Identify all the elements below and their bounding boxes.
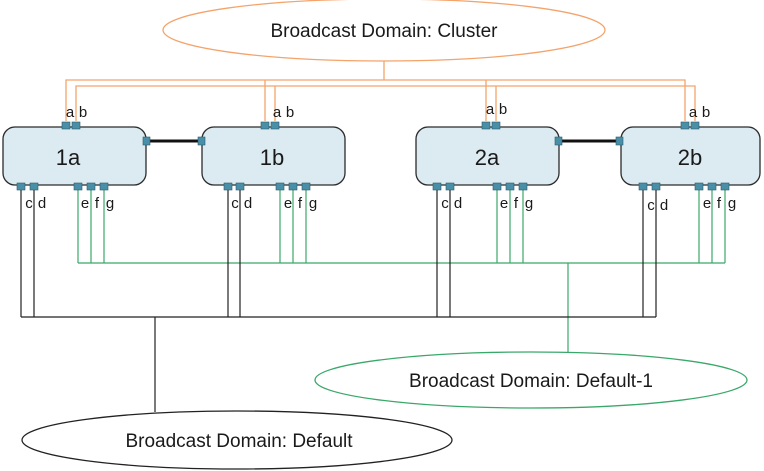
port-interconnect [197,136,206,146]
port-label-d: d [38,195,46,212]
node-label: 2b [678,145,702,170]
port-b [491,121,501,130]
default1-domain-ellipse [314,351,748,409]
port-g [518,182,528,191]
default-domain-label: Broadcast Domain: Default [125,431,353,452]
port-label-e: e [284,195,292,212]
port-label-d: d [660,197,668,214]
port-label-d: d [244,195,252,212]
port-label-d: d [454,195,462,212]
port-e [73,182,83,191]
port-d [445,182,455,191]
cluster-domain-label: Broadcast Domain: Cluster [270,21,498,42]
default1-domain-links [77,190,726,352]
port-label-c: c [25,195,33,212]
node-box [620,126,761,186]
port-c [223,182,233,191]
port-label-b: b [79,104,87,121]
node-label: 2a [475,145,500,170]
port-c [432,182,442,191]
port-label-g: g [728,195,736,212]
port-b [71,121,81,130]
port-g [301,182,311,191]
port-g [720,182,730,191]
port-label-a: a [486,101,495,118]
port-label-c: c [231,195,239,212]
node-label: 1b [260,145,284,170]
port-c [16,182,26,191]
port-a [61,121,71,130]
port-label-c: c [647,197,655,214]
port-interconnect [554,136,563,146]
port-label-g: g [525,195,533,212]
port-d [235,182,245,191]
default1-domain-label: Broadcast Domain: Default-1 [409,371,653,392]
cluster-domain-ellipse [162,0,606,62]
port-interconnect [615,136,624,146]
port-label-c: c [441,195,449,212]
port-a [680,121,690,130]
port-label-b: b [702,104,710,121]
port-e [694,182,704,191]
port-f [707,182,717,191]
node-1a: 1a a b c d e f g [2,104,151,212]
node-2a: 2a a b c d e f g [415,101,563,212]
default-domain-ellipse [21,410,453,470]
port-c [638,182,648,191]
port-label-g: g [309,195,317,212]
port-d [29,182,39,191]
port-label-g: g [106,195,114,212]
port-label-f: f [298,195,303,212]
node-2b: 2b a b c d e f g [615,104,761,214]
port-label-a: a [66,104,75,121]
node-label: 1a [56,145,81,170]
port-b [270,121,280,130]
port-label-e: e [81,195,89,212]
port-b [690,121,700,130]
port-label-a: a [273,104,282,121]
port-label-f: f [95,195,100,212]
port-label-a: a [689,104,698,121]
port-f [288,182,298,191]
port-label-e: e [703,195,711,212]
default-domain-links [20,190,657,412]
port-f [505,182,515,191]
port-a [481,121,491,130]
port-a [260,121,270,130]
port-label-f: f [717,195,722,212]
port-interconnect [142,136,151,146]
node-1b: 1b a b c d e f g [197,104,346,212]
port-d [651,182,661,191]
port-label-f: f [514,195,519,212]
cluster-domain-links [65,61,696,121]
port-g [99,182,109,191]
port-label-b: b [499,101,507,118]
port-e [492,182,502,191]
port-f [86,182,96,191]
port-label-e: e [500,195,508,212]
port-label-b: b [286,104,294,121]
port-e [275,182,285,191]
